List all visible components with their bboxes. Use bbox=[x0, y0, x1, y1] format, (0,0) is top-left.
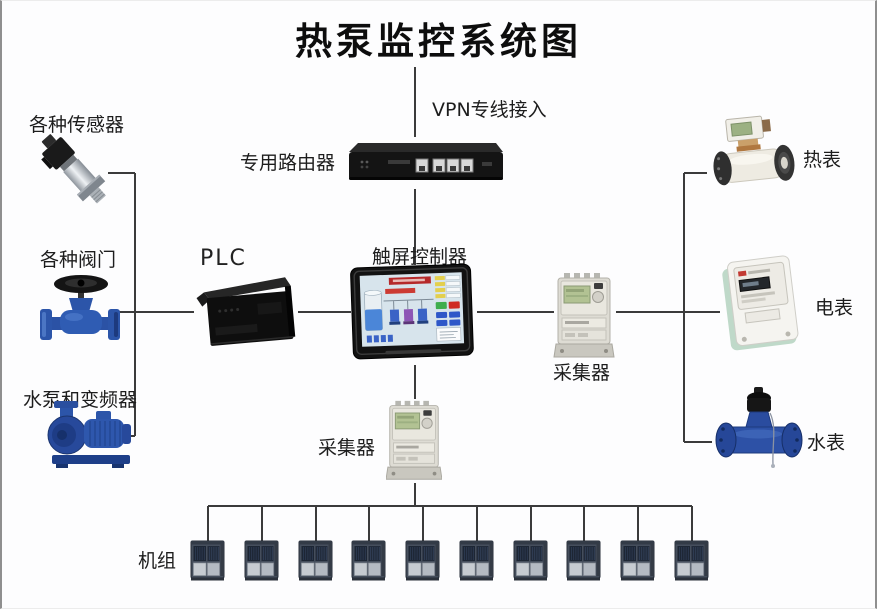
water-meter-image bbox=[710, 385, 808, 475]
label-collector-right: 采集器 bbox=[553, 362, 611, 384]
sensor-image bbox=[26, 127, 121, 212]
label-vpn-access: VPN专线接入 bbox=[432, 99, 547, 121]
label-pumps-inverters: 水泵和变频器 bbox=[23, 389, 138, 411]
heat-pump-unit-image bbox=[673, 538, 711, 582]
label-sensors: 各种传感器 bbox=[29, 114, 125, 136]
label-water-meter: 水表 bbox=[807, 432, 846, 454]
heat-pump-unit-image bbox=[458, 538, 496, 582]
heat-pump-unit-image bbox=[404, 538, 442, 582]
label-collector-bottom: 采集器 bbox=[318, 437, 376, 459]
heat-pump-unit-image bbox=[512, 538, 550, 582]
label-router: 专用路由器 bbox=[240, 152, 336, 174]
valve-image bbox=[36, 271, 124, 347]
label-plc: PLC bbox=[200, 246, 247, 271]
collector-bottom-image bbox=[385, 399, 443, 483]
heat-pump-unit-image bbox=[189, 538, 227, 582]
label-touch-controller: 触屏控制器 bbox=[372, 246, 468, 268]
label-units: 机组 bbox=[138, 550, 177, 572]
units-row bbox=[189, 538, 711, 584]
heat-pump-unit-image bbox=[297, 538, 335, 582]
label-valves: 各种阀门 bbox=[40, 249, 117, 271]
touchscreen-image bbox=[350, 263, 476, 363]
plc-image bbox=[192, 267, 296, 353]
page-title: 热泵监控系统图 bbox=[295, 20, 582, 63]
heat-meter-image bbox=[704, 111, 804, 203]
collector-right-image bbox=[553, 273, 615, 359]
electric-meter-image bbox=[714, 253, 808, 353]
label-electric-meter: 电表 bbox=[815, 297, 854, 319]
heat-pump-unit-image bbox=[350, 538, 388, 582]
heat-pump-unit-image bbox=[565, 538, 603, 582]
heat-pump-unit-image bbox=[243, 538, 281, 582]
heat-pump-unit-image bbox=[619, 538, 657, 582]
pump-image bbox=[40, 397, 138, 473]
vpn-router-image bbox=[346, 135, 506, 189]
label-heat-meter: 热表 bbox=[803, 149, 842, 171]
